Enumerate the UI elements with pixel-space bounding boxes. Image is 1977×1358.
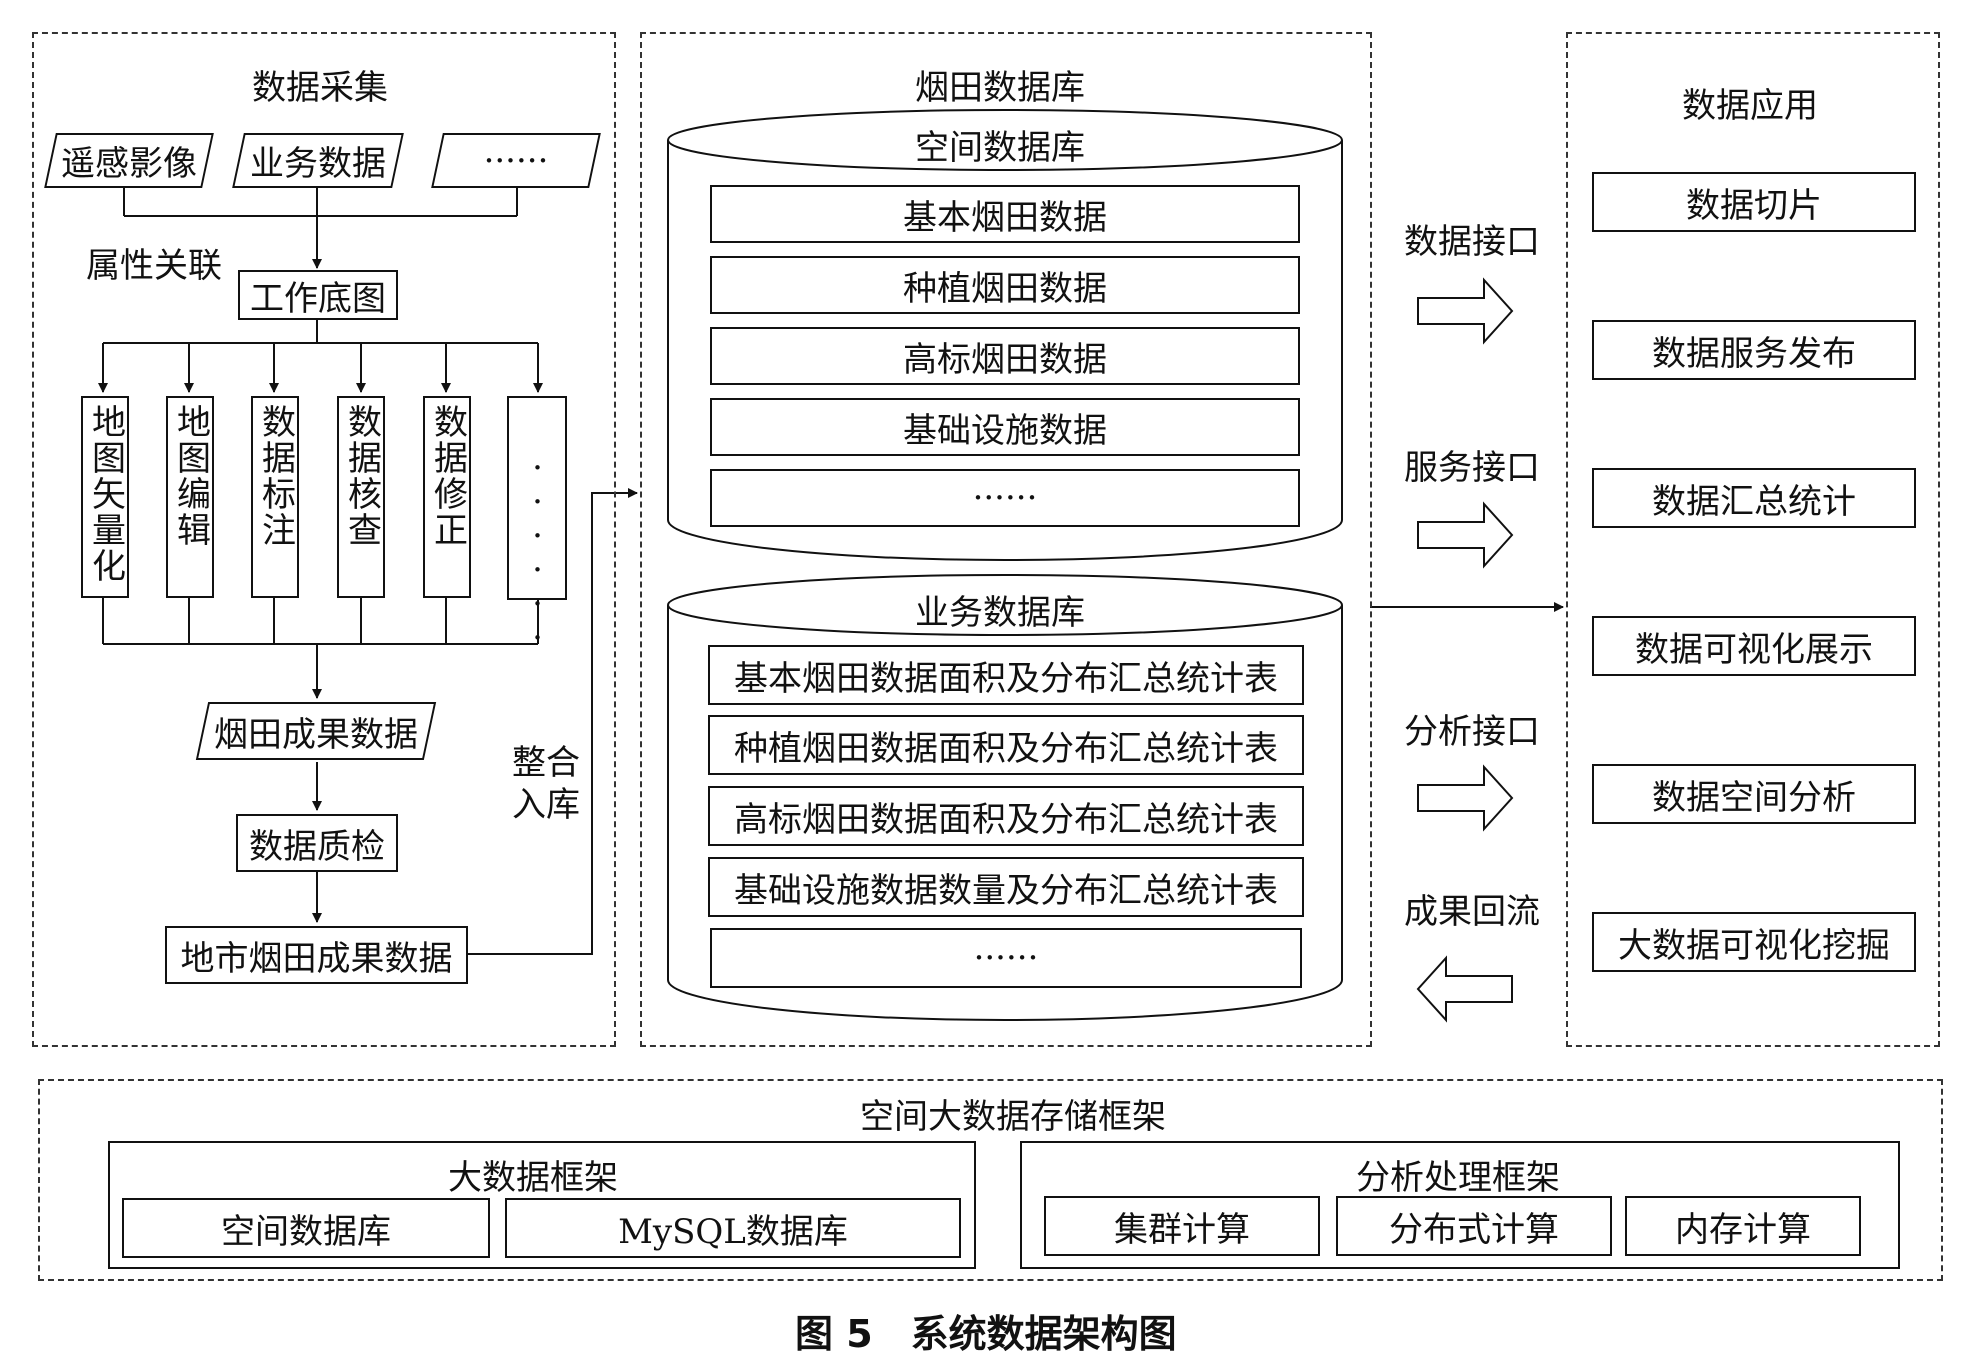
task-correct: 数据修正 — [423, 396, 471, 598]
bigdata-frame-title: 大数据框架 — [448, 1158, 618, 1198]
task-label: 数据标注 — [255, 404, 296, 548]
bigdata-frame — [108, 1141, 976, 1269]
spatial-db-item: ······ — [710, 469, 1300, 527]
data-qc-box: 数据质检 — [236, 814, 398, 872]
analysis-interface-label: 分析接口 — [1404, 712, 1540, 752]
task-label: 数据修正 — [427, 404, 468, 548]
storage-title: 空间大数据存储框架 — [860, 1097, 1166, 1137]
task-vectorize: 地图矢量化 — [81, 396, 129, 598]
business-db-item: 基础设施数据数量及分布汇总统计表 — [708, 857, 1304, 917]
app-item-statistics: 数据汇总统计 — [1592, 468, 1916, 528]
analysis-item: 内存计算 — [1625, 1196, 1861, 1256]
bigdata-item: 空间数据库 — [122, 1198, 490, 1258]
analysis-item: 集群计算 — [1044, 1196, 1320, 1256]
analysis-frame — [1020, 1141, 1900, 1269]
collection-title: 数据采集 — [252, 68, 388, 108]
base-map-box: 工作底图 — [238, 270, 398, 320]
app-item-spatial-analysis: 数据空间分析 — [1592, 764, 1916, 824]
collection-group — [32, 32, 616, 1047]
spatial-db-title: 空间数据库 — [915, 128, 1085, 168]
bigdata-item: MySQL数据库 — [505, 1198, 961, 1258]
task-annotate: 数据标注 — [251, 396, 299, 598]
spatial-db-item: 高标烟田数据 — [710, 327, 1300, 385]
app-item-visualization: 数据可视化展示 — [1592, 616, 1916, 676]
attr-association-label: 属性关联 — [86, 246, 222, 286]
source-business-data: 业务数据 — [232, 133, 404, 188]
task-label: ······ — [517, 448, 558, 652]
source-more: ······ — [431, 133, 601, 188]
business-db-item: 高标烟田数据面积及分布汇总统计表 — [708, 786, 1304, 846]
source-label: 业务数据 — [250, 144, 386, 184]
data-interface-label: 数据接口 — [1404, 222, 1540, 262]
task-edit: 地图编辑 — [166, 396, 214, 598]
merge-label: 整合入库 — [512, 742, 582, 826]
analysis-item: 分布式计算 — [1336, 1196, 1612, 1256]
database-group — [640, 32, 1372, 1047]
analysis-frame-title: 分析处理框架 — [1356, 1158, 1560, 1198]
task-label: 地图编辑 — [170, 404, 211, 548]
figure-caption: 图 5 系统数据架构图 — [795, 1312, 1177, 1356]
spatial-db-item: 基本烟田数据 — [710, 185, 1300, 243]
task-more: ······ — [507, 396, 567, 652]
app-item-bigdata-mining: 大数据可视化挖掘 — [1592, 912, 1916, 972]
task-verify: 数据核查 — [337, 396, 385, 598]
merge-label-text: 整合入库 — [512, 743, 580, 825]
task-label: 数据核查 — [341, 404, 382, 548]
tobacco-result-data: 烟田成果数据 — [195, 702, 437, 760]
storage-group — [38, 1079, 1943, 1281]
application-group — [1566, 32, 1940, 1047]
business-db-title: 业务数据库 — [915, 593, 1085, 633]
app-item-tiling: 数据切片 — [1592, 172, 1916, 232]
app-item-service-publish: 数据服务发布 — [1592, 320, 1916, 380]
business-db-item: 种植烟田数据面积及分布汇总统计表 — [708, 715, 1304, 775]
spatial-db-item: 基础设施数据 — [710, 398, 1300, 456]
service-interface-label: 服务接口 — [1404, 448, 1540, 488]
source-label: ······ — [483, 140, 549, 181]
business-db-item: ······ — [710, 928, 1302, 988]
database-title: 烟田数据库 — [915, 68, 1085, 108]
result-backflow-label: 成果回流 — [1404, 892, 1540, 932]
source-remote-sensing: 遥感影像 — [44, 133, 214, 188]
spatial-db-item: 种植烟田数据 — [710, 256, 1300, 314]
task-label: 地图矢量化 — [85, 404, 126, 584]
business-db-item: 基本烟田数据面积及分布汇总统计表 — [708, 645, 1304, 705]
city-result-box: 地市烟田成果数据 — [165, 926, 468, 984]
application-title: 数据应用 — [1682, 86, 1818, 126]
source-label: 遥感影像 — [61, 144, 197, 184]
result-label: 烟田成果数据 — [214, 714, 418, 755]
